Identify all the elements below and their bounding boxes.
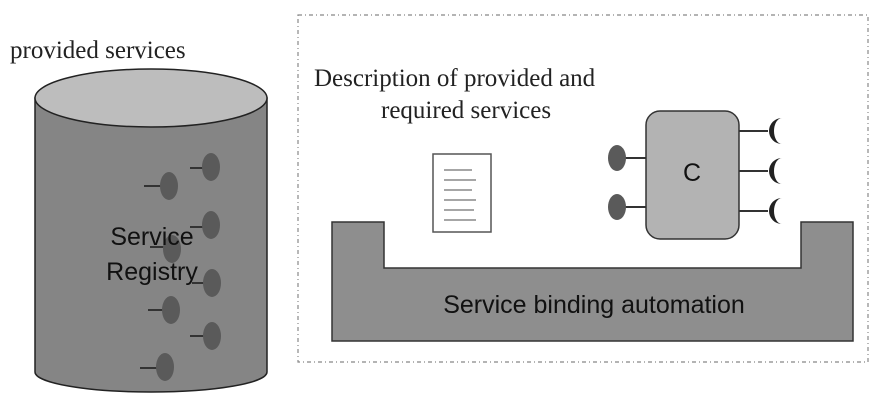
required-socket-icon	[739, 118, 782, 144]
service-binding-automation-base	[331, 221, 854, 342]
component-label: C	[683, 159, 701, 187]
provided-port-icon	[190, 211, 220, 239]
provided-port-icon	[192, 269, 221, 297]
cylinder-top	[34, 68, 268, 128]
dashed-border	[297, 14, 869, 363]
registry-label-line2: Registry	[106, 258, 198, 286]
provided-port-icon	[148, 296, 180, 324]
provided-port-icon	[144, 172, 178, 200]
provided-port-icon	[190, 322, 221, 350]
service-registry-cylinder: provided services	[10, 37, 268, 393]
provided-port-icon	[140, 353, 174, 381]
automation-label: Service binding automation	[443, 291, 745, 319]
binding-context-frame: Description of provided and required ser…	[297, 14, 869, 363]
provided-port-icon	[150, 235, 181, 263]
required-socket-icon	[739, 158, 782, 184]
provided-port-icon	[190, 153, 220, 181]
component-box	[645, 110, 740, 240]
provided-port-icon	[608, 145, 646, 171]
required-socket-icon	[739, 198, 782, 224]
document-icon	[432, 153, 492, 233]
registry-label-line1: Service	[110, 223, 193, 251]
description-line2: required services	[381, 97, 551, 124]
description-line1: Description of provided and	[314, 65, 596, 92]
registry-caption: provided services	[10, 37, 186, 64]
component-c: C	[608, 110, 782, 240]
provided-port-icon	[608, 194, 646, 220]
